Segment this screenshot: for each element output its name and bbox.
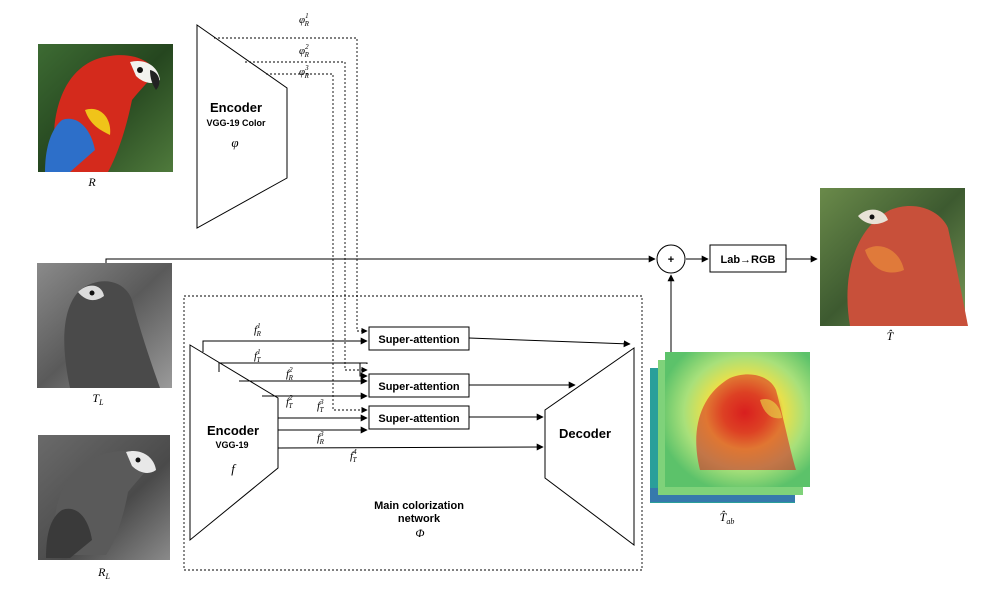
svg-text:Super-attention: Super-attention bbox=[378, 381, 460, 393]
decoder-title: Decoder bbox=[559, 426, 611, 441]
output-image bbox=[820, 188, 968, 326]
color-encoder-shape bbox=[196, 24, 288, 229]
lab-rgb-box: Lab→RGB bbox=[709, 244, 787, 273]
svg-text:RL: RL bbox=[97, 565, 110, 581]
svg-text:T̂ab: T̂ab bbox=[720, 510, 735, 526]
reference-gray-image bbox=[38, 435, 170, 560]
decoder-shape bbox=[544, 347, 635, 547]
output-image-label: T̂ bbox=[887, 329, 895, 343]
super-attention-box-3: Super-attention bbox=[368, 405, 470, 430]
main-encoder-symbol: f bbox=[231, 461, 237, 476]
super-attention-box-1: Super-attention bbox=[368, 326, 470, 351]
color-encoder-subtitle: VGG-19 Color bbox=[206, 118, 266, 128]
main-network-frame bbox=[183, 295, 643, 571]
phi-dotted-connections bbox=[214, 37, 368, 414]
target-gray-label: TL bbox=[92, 391, 104, 407]
reference-gray-label: RL bbox=[97, 565, 110, 581]
reference-image bbox=[38, 44, 173, 172]
main-encoder-subtitle: VGG-19 bbox=[215, 440, 248, 450]
ab-map-stack bbox=[650, 352, 810, 503]
feature-arrows bbox=[202, 337, 631, 451]
ab-map-label: T̂ab bbox=[720, 510, 735, 526]
color-encoder-symbol: φ bbox=[231, 135, 238, 150]
plus-node bbox=[656, 244, 686, 274]
network-caption-line2: network bbox=[398, 513, 441, 525]
super-attention-box-2: Super-attention bbox=[368, 373, 470, 398]
main-encoder-title: Encoder bbox=[207, 423, 259, 438]
plus-symbol: + bbox=[668, 254, 674, 266]
luminance-skip-arrow bbox=[105, 255, 656, 263]
network-symbol: Φ bbox=[415, 526, 424, 540]
color-encoder-title: Encoder bbox=[210, 100, 262, 115]
svg-text:Super-attention: Super-attention bbox=[378, 334, 460, 346]
svg-text:TL: TL bbox=[92, 391, 104, 407]
reference-image-label: R bbox=[87, 175, 96, 189]
main-encoder-shape bbox=[189, 344, 279, 542]
svg-text:Lab→RGB: Lab→RGB bbox=[721, 254, 776, 266]
network-caption-line1: Main colorization bbox=[374, 500, 464, 512]
target-gray-image bbox=[37, 263, 172, 388]
svg-text:Super-attention: Super-attention bbox=[378, 413, 460, 425]
